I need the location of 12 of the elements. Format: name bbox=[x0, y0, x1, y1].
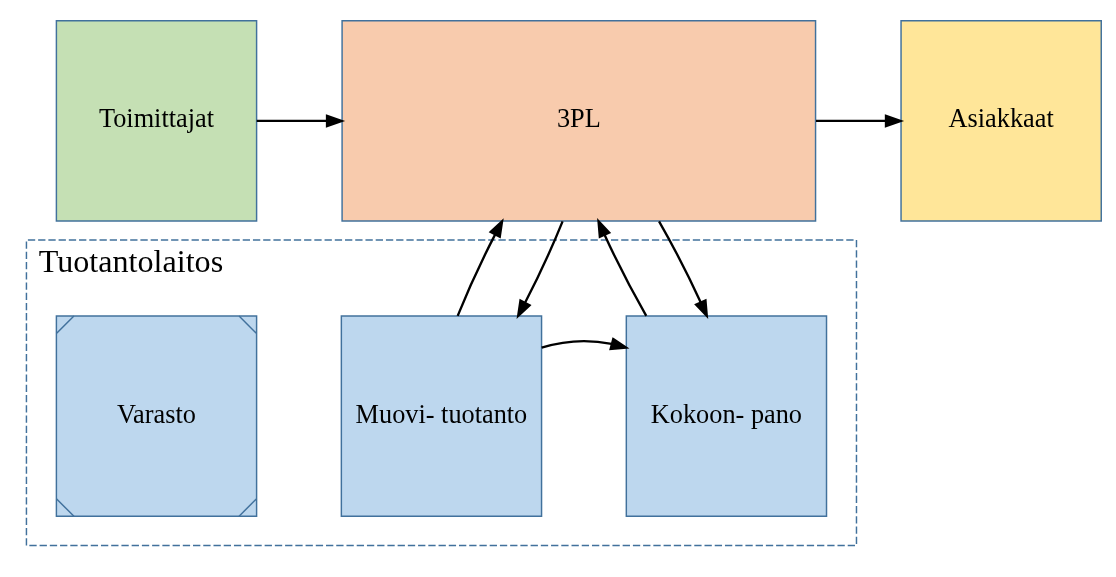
arrow bbox=[256, 113, 346, 128]
node-box: Muovi- tuotanto bbox=[340, 314, 543, 517]
arrow bbox=[541, 336, 630, 350]
arrow bbox=[516, 220, 564, 319]
arrow bbox=[456, 217, 504, 316]
arrow bbox=[597, 217, 648, 316]
node-box: Asiakkaat bbox=[900, 19, 1102, 222]
node-box: 3PL bbox=[341, 19, 817, 222]
node-box: Toimittajat bbox=[55, 19, 258, 222]
arrow bbox=[658, 220, 709, 319]
arrow bbox=[815, 113, 905, 128]
node-box: Kokoon- pano bbox=[625, 314, 828, 517]
